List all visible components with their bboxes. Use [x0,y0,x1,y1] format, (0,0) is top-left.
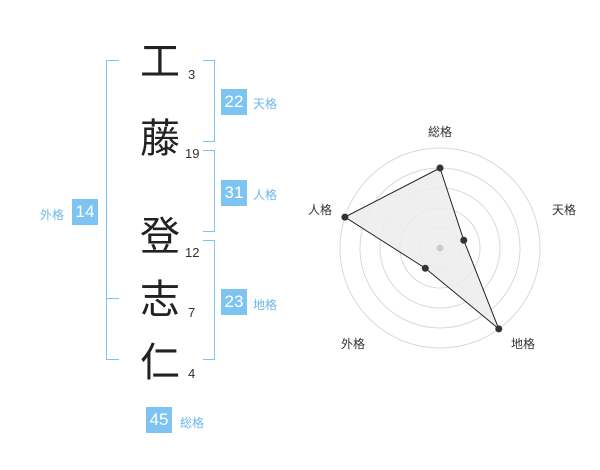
jinkaku-value: 31 [221,180,247,206]
gaikaku-label: 外格 [40,208,65,222]
radar-point-4 [341,213,349,221]
radar-axis-label-chikaku: 地格 [511,337,536,351]
stroke-count-3: 12 [185,245,200,260]
tenkaku-label: 天格 [253,97,278,111]
soukaku-label: 総格 [180,416,205,430]
stroke-count-2: 19 [185,146,200,161]
gaikaku-bracket [106,60,119,360]
radar-grid-ring [339,147,541,349]
name-char-1: 工 [140,39,180,85]
jinkaku-label: 人格 [253,188,278,202]
radar-point-0 [436,164,444,172]
radar-point-1 [460,236,468,244]
tenkaku-bracket [203,60,215,142]
radar-axis-label-tenkaku: 天格 [552,203,577,217]
radar-point-3 [421,264,429,272]
chikaku-label: 地格 [253,298,278,312]
name-char-5: 仁 [140,340,180,386]
tenkaku-value: 22 [221,89,247,115]
radar-point-2 [495,325,503,333]
chikaku-value: 23 [221,289,247,315]
chikaku-bracket [203,240,215,360]
stroke-count-5: 4 [188,366,196,381]
radar-axis-label-soukaku: 総格 [428,125,453,139]
radar-axis-label-jinkaku: 人格 [308,203,333,217]
radar-axis-label-gaikaku: 外格 [341,337,366,351]
gaikaku-value: 14 [72,199,98,225]
stroke-count-4: 7 [188,305,196,320]
name-char-3: 登 [140,214,180,260]
radar-center-dot [436,244,444,252]
soukaku-value: 45 [146,407,172,433]
radar-series-polygon [343,167,500,330]
name-char-4: 志 [140,277,180,323]
gaikaku-bracket-divider [106,298,119,299]
name-char-2: 藤 [140,116,180,162]
stroke-count-1: 3 [188,67,196,82]
jinkaku-bracket [203,150,215,232]
